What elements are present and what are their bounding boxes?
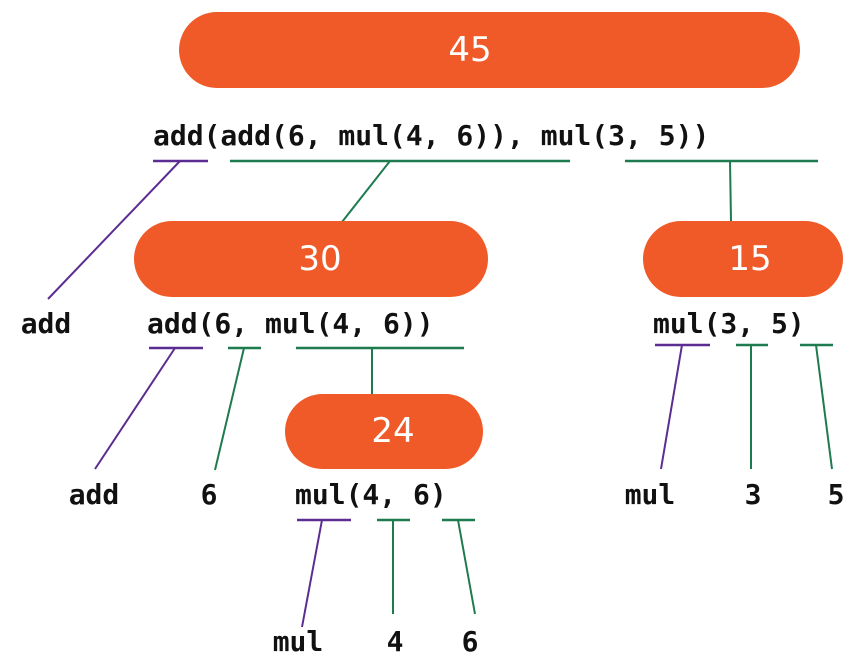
- right-to-5-connector: [815, 344, 833, 470]
- left-value-pill: [134, 221, 488, 297]
- inner-operand1-leaf: 4: [387, 625, 404, 658]
- inner-expression: mul(4, 6): [295, 478, 447, 511]
- right-operator-leaf: mul: [625, 478, 676, 511]
- root-to-left-connector: [341, 160, 391, 223]
- right-operand1-leaf: 3: [745, 478, 762, 511]
- inner-operator-leaf: mul: [273, 625, 324, 658]
- right-operand2-leaf: 5: [828, 478, 845, 511]
- left-value: 30: [298, 239, 341, 279]
- root-value-pill: [179, 12, 800, 88]
- inner-operand2-leaf: 6: [462, 625, 479, 658]
- root-value: 45: [448, 30, 491, 70]
- right-to-mul-connector: [660, 344, 683, 470]
- left-expression: add(6, mul(4, 6)): [147, 307, 434, 340]
- left-operand-leaf: 6: [201, 478, 218, 511]
- root-expression: add(add(6, mul(4, 6)), mul(3, 5)): [153, 119, 709, 152]
- right-expression: mul(3, 5): [653, 307, 805, 340]
- root-to-right-connector: [729, 160, 732, 223]
- left-operator-leaf: add: [69, 478, 120, 511]
- inner-value: 24: [371, 411, 414, 451]
- inner-to-6-connector: [457, 519, 476, 615]
- right-value-pill: [643, 221, 843, 297]
- left-to-6-connector: [214, 347, 245, 471]
- root-operator-leaf: add: [21, 307, 72, 340]
- left-to-add-connector: [94, 347, 176, 470]
- right-value: 15: [728, 239, 771, 279]
- inner-to-mul-connector: [301, 519, 323, 628]
- inner-value-pill: [285, 394, 483, 469]
- root-to-add-connector: [47, 160, 181, 300]
